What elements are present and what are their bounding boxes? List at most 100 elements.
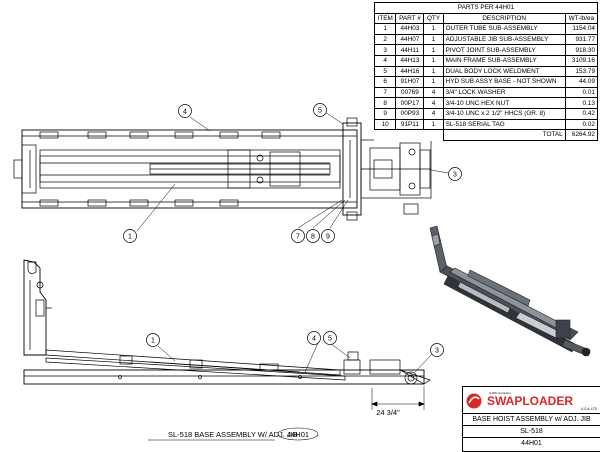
balloon-label: 5: [318, 108, 322, 115]
cell-wt: 0.01: [564, 86, 599, 99]
cell-item: 2: [373, 33, 397, 46]
dimension-label: 24 3/4": [376, 408, 400, 417]
cell-wt: 0.42: [564, 107, 599, 120]
cell-item: 8: [373, 97, 397, 109]
cell-item: 5: [373, 65, 397, 78]
column-header: ITEM: [373, 12, 397, 25]
balloon-circle: [323, 331, 337, 345]
balloon-circle: [448, 167, 462, 181]
column-header: PART #: [395, 12, 425, 25]
column-header: QTY: [423, 12, 444, 25]
balloon-label: 1: [128, 234, 132, 241]
parts-table-title: PARTS PER 44H01: [374, 2, 598, 14]
balloon-label: 5: [328, 336, 332, 343]
cell-part: 91H07: [395, 76, 425, 88]
cell-item: 4: [373, 54, 397, 67]
cell-desc: MAIN FRAME SUB-ASSEMBLY: [442, 54, 566, 67]
balloon-circle: [146, 333, 160, 347]
balloon-circle: [430, 343, 444, 357]
cell-part: 44H16: [395, 65, 425, 78]
cell-wt: 931.77: [564, 33, 599, 46]
cell-desc: OUTER TUBE SUB-ASSEMBLY: [442, 23, 566, 35]
model-number: SL-518: [463, 425, 600, 438]
cell-wt: 153.79: [564, 65, 599, 78]
cell-item: 6: [373, 76, 397, 88]
total-label: TOTAL: [442, 129, 566, 141]
cell-wt: 0.02: [564, 118, 599, 131]
cell-part: 44H07: [395, 33, 425, 46]
cell-part: 91P11: [395, 118, 425, 131]
cell-qty: 4: [423, 86, 444, 99]
balloon-label: 8: [311, 234, 315, 241]
isometric-view: [429, 225, 591, 357]
cell-item: 3: [373, 44, 397, 56]
cell-wt: 3109.16: [564, 54, 599, 67]
view-caption: SL-518 BASE ASSEMBLY W/ ADJ. JIB: [168, 430, 298, 439]
cell-part: 44H11: [395, 44, 425, 56]
balloon-label: 9: [326, 234, 330, 241]
cell-desc: PIVOT JOINT SUB-ASSEMBLY: [442, 44, 566, 56]
svg-text:A JPK Company: A JPK Company: [489, 391, 511, 395]
cell-item: 10: [373, 118, 397, 131]
cell-desc: 3/4-10 UNC HEX NUT: [442, 97, 566, 109]
part-number: 44H01: [463, 437, 600, 450]
cell-qty: 1: [423, 54, 444, 67]
cell-qty: 1: [423, 76, 444, 88]
swaploader-logo: SWAPLOADER A JPK Company U.S.A. LTD: [466, 391, 598, 411]
cell-part: 00769: [395, 86, 425, 99]
cell-part: 00P93: [395, 107, 425, 120]
cell-wt: 1154.04: [564, 23, 599, 35]
cell-desc: 3/4-10 UNC x 2 1/2" HHCS (GR. 8): [442, 107, 566, 120]
drawing-title: BASE HOIST ASSEMBLY w/ ADJ. JIB: [463, 413, 600, 426]
cell-part: 00P17: [395, 97, 425, 109]
side-view: [23, 259, 431, 410]
cell-qty: 4: [423, 107, 444, 120]
cell-qty: 1: [423, 23, 444, 35]
cell-qty: 4: [423, 97, 444, 109]
cell-item: 9: [373, 107, 397, 120]
leader-lines-top: [136, 111, 449, 232]
balloon-label: 4: [312, 336, 316, 343]
total-value: 6264.92: [564, 129, 599, 141]
cell-item: 1: [373, 23, 397, 35]
svg-text:U.S.A. LTD: U.S.A. LTD: [581, 407, 598, 411]
cell-desc: ADJUSTABLE JIB SUB-ASSEMBLY: [442, 33, 566, 46]
cell-desc: 3/4" LOCK WASHER: [442, 86, 566, 99]
view-caption-ref: 44H01: [287, 430, 309, 439]
cell-wt: 44.09: [564, 76, 599, 88]
balloon-label: 1: [151, 338, 155, 345]
balloon-label: 7: [296, 234, 300, 241]
cell-qty: 1: [423, 118, 444, 131]
balloon-circle: [307, 331, 321, 345]
balloon-circle: [321, 229, 335, 243]
cell-wt: 0.13: [564, 97, 599, 109]
top-view: [13, 117, 432, 221]
balloon-circle: [313, 103, 327, 117]
cell-part: 44H03: [395, 23, 425, 35]
cell-qty: 1: [423, 65, 444, 78]
balloon-label: 4: [183, 109, 187, 116]
column-header: WT-lb/ea: [564, 12, 599, 25]
balloon-circle: [291, 229, 305, 243]
balloon-circle: [123, 229, 137, 243]
cell-wt: 918.30: [564, 44, 599, 56]
cell-qty: 1: [423, 33, 444, 46]
cell-desc: HYD SUB ASSY BASE - NOT SHOWN: [442, 76, 566, 88]
balloon-circle: [306, 229, 320, 243]
cell-qty: 1: [423, 44, 444, 56]
balloon-circle: [178, 104, 192, 118]
cell-item: 7: [373, 86, 397, 99]
balloon-label: 3: [453, 172, 457, 179]
title-block: SWAPLOADER A JPK Company U.S.A. LTD BASE…: [462, 386, 600, 452]
cell-desc: SL-518 SERIAL TAG: [442, 118, 566, 131]
